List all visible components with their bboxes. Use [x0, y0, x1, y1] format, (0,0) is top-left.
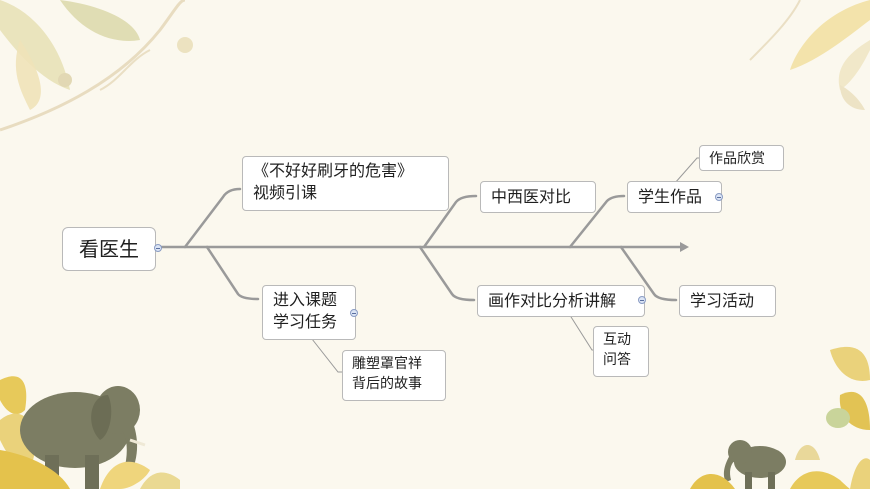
- analysis-collapse-toggle[interactable]: [638, 296, 646, 304]
- sub-appreciate-label: 作品欣赏: [709, 151, 765, 167]
- top-left-leaves-decoration: [0, 0, 193, 132]
- sub-story-line2: 背后的故事: [352, 376, 422, 392]
- branch-video-line1: 《不好好刷牙的危害》: [253, 161, 414, 180]
- bottom-right-elephant-decoration: [690, 346, 870, 489]
- works-collapse-toggle[interactable]: [715, 193, 723, 201]
- task-collapse-toggle[interactable]: [350, 309, 358, 317]
- branch-node-works[interactable]: 学生作品: [627, 181, 722, 213]
- branch-line-compare: [422, 194, 478, 249]
- branch-line-works: [568, 194, 626, 249]
- root-node-label: 看医生: [79, 237, 139, 261]
- branch-node-video[interactable]: 《不好好刷牙的危害》 视频引课: [242, 156, 449, 211]
- branch-compare-label: 中西医对比: [491, 187, 572, 206]
- sub-line-appreciate: [674, 157, 701, 184]
- branch-node-analysis[interactable]: 画作对比分析讲解: [477, 285, 645, 317]
- branch-line-task: [205, 245, 260, 301]
- sub-story-line1: 雕塑罩官祥: [352, 356, 422, 372]
- branch-line-activity: [619, 245, 678, 302]
- branch-node-compare[interactable]: 中西医对比: [480, 181, 596, 213]
- branch-task-line1: 进入课题: [273, 290, 338, 309]
- branch-task-line2: 学习任务: [273, 312, 338, 331]
- branch-node-task[interactable]: 进入课题 学习任务: [262, 285, 356, 340]
- top-right-leaves-decoration: [749, 0, 870, 110]
- sub-node-qa[interactable]: 互动 问答: [593, 326, 649, 377]
- branch-line-analysis: [418, 245, 476, 302]
- sub-node-appreciate[interactable]: 作品欣赏: [699, 145, 784, 171]
- branch-works-label: 学生作品: [638, 187, 703, 206]
- sub-line-story: [311, 338, 343, 373]
- branch-video-line2: 视频引课: [253, 183, 318, 202]
- branch-analysis-label: 画作对比分析讲解: [488, 291, 617, 310]
- sub-qa-line1: 互动: [603, 332, 631, 348]
- bottom-left-elephant-decoration: [0, 376, 180, 489]
- sub-qa-line2: 问答: [603, 352, 631, 368]
- sub-node-story[interactable]: 雕塑罩官祥 背后的故事: [342, 350, 446, 401]
- spine-arrow-head: [680, 242, 689, 252]
- branch-activity-label: 学习活动: [690, 291, 755, 310]
- root-node[interactable]: 看医生: [62, 227, 156, 271]
- root-collapse-toggle[interactable]: [154, 244, 162, 252]
- branch-node-activity[interactable]: 学习活动: [679, 285, 776, 317]
- branch-line-video: [183, 187, 242, 249]
